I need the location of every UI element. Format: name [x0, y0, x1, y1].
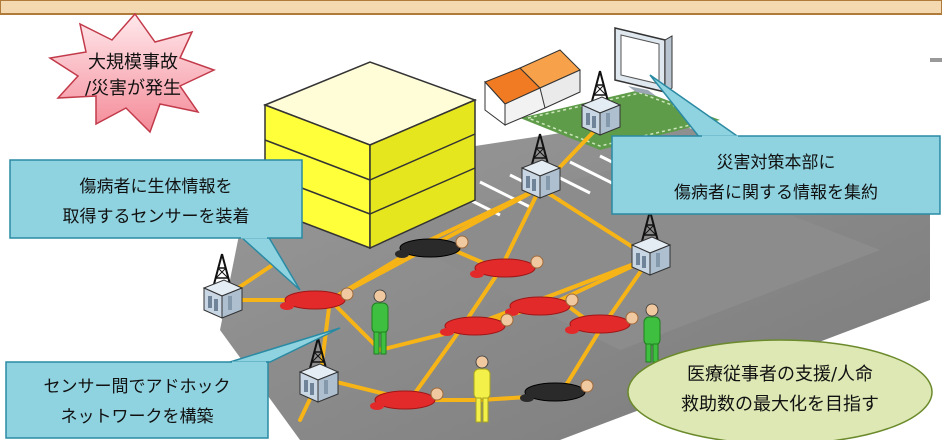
house-icon [484, 49, 581, 126]
explosion-burst-icon: 大規模事故 /災害が発生 [47, 12, 216, 134]
goal-ellipse: 医療従事者の支援/人命 救助数の最大化を目指す [627, 339, 933, 440]
callout-sensor-line1: 傷病者に生体情報を [80, 177, 233, 197]
burst-line2: /災害が発生 [85, 78, 181, 99]
goal-line2: 救助数の最大化を目指す [681, 394, 879, 415]
callout-adhoc: センサー間でアドホック ネットワークを構築 [5, 327, 341, 439]
goal-line1: 医療従事者の支援/人命 [687, 364, 873, 385]
burst-line1: 大規模事故 [88, 52, 178, 73]
callout-adhoc-line1: センサー間でアドホック [44, 377, 231, 397]
callout-adhoc-line2: ネットワークを構築 [61, 407, 214, 427]
rescuer-figure-icon [371, 289, 661, 423]
callout-hq-line1: 災害対策本部に [717, 153, 836, 173]
edge-mark [930, 58, 942, 62]
callout-sensor: 傷病者に生体情報を 取得するセンサーを装着 [9, 159, 303, 291]
callout-hq: 災害対策本部に 傷病者に関する情報を集約 [611, 74, 941, 215]
header-bar [0, 0, 942, 15]
callout-sensor-line2: 取得するセンサーを装着 [63, 207, 250, 227]
callout-hq-line2: 傷病者に関する情報を集約 [674, 183, 878, 203]
